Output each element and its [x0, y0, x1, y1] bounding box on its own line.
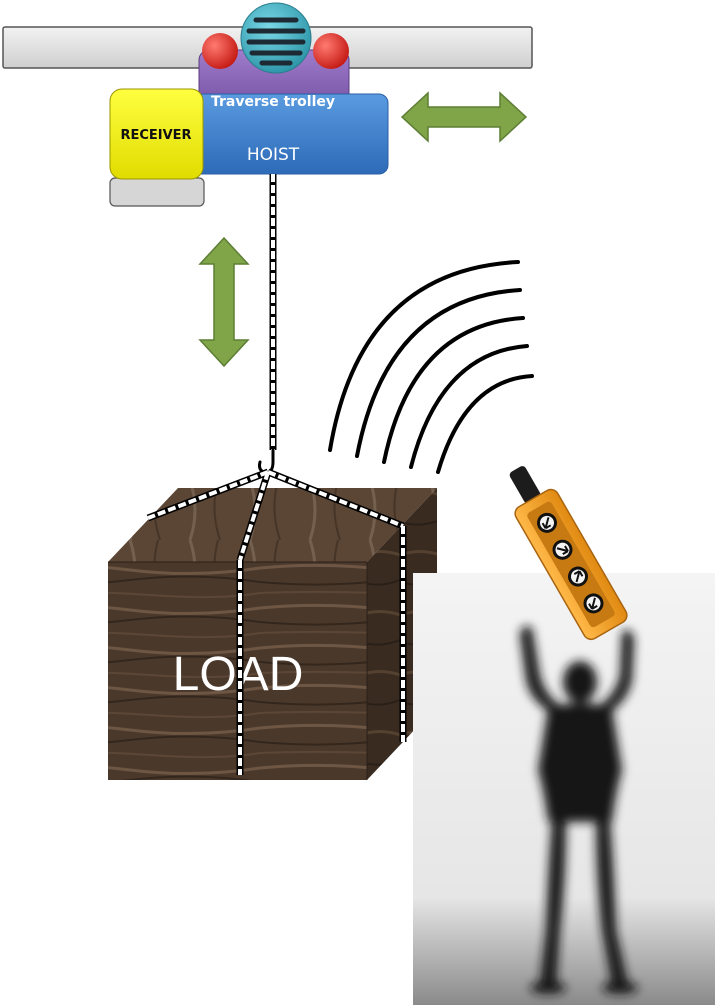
arrow-up-left-icon	[537, 512, 557, 533]
trolley-wheel-right	[313, 33, 349, 69]
arrow-up-right-icon	[568, 566, 588, 587]
receiver-base	[109, 177, 205, 207]
motor-icon	[240, 2, 312, 74]
load-box	[108, 488, 437, 780]
remote-control	[509, 466, 628, 641]
vertical-double-arrow-icon	[198, 236, 250, 368]
trolley-wheel-left	[202, 33, 238, 69]
hoist-label: HOIST	[247, 145, 300, 165]
horizontal-double-arrow-icon	[400, 91, 528, 143]
remote-antenna	[509, 466, 541, 504]
receiver-label: RECEIVER	[120, 128, 191, 143]
trolley-label: Traverse trolley	[211, 94, 335, 110]
operator-silhouette	[520, 626, 638, 994]
load-slings	[146, 468, 407, 775]
receiver-box	[109, 88, 204, 180]
arrow-down-right-icon	[552, 539, 573, 560]
arrow-down-left-icon	[583, 593, 604, 614]
wireless-signal-icon	[328, 260, 534, 474]
operator-photo	[413, 573, 715, 1005]
